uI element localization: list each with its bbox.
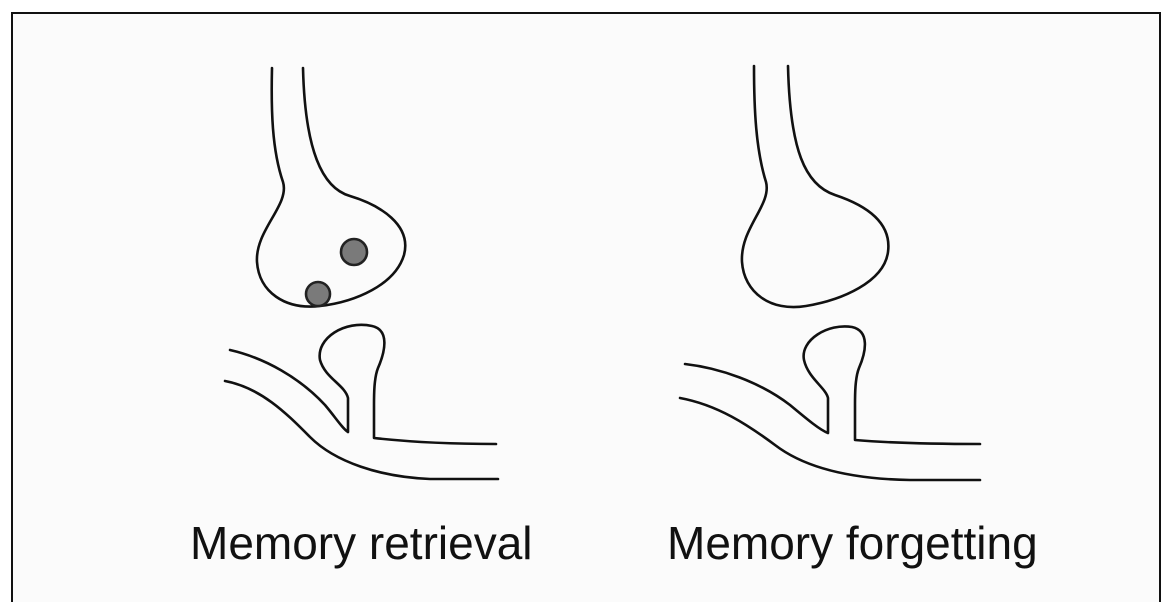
dendrite-shaft-right: [680, 398, 980, 480]
presynaptic-terminal-left: [257, 68, 405, 307]
dendritic-spine-left: [230, 325, 496, 444]
dendrite-shaft-left: [225, 381, 498, 479]
synapse-retrieval: [225, 68, 498, 479]
dendritic-spine-right: [685, 326, 980, 444]
caption-memory-retrieval: Memory retrieval: [190, 520, 533, 566]
synapse-forgetting: [680, 66, 980, 480]
caption-memory-forgetting: Memory forgetting: [667, 520, 1038, 566]
presynaptic-terminal-right: [742, 66, 888, 307]
vesicle-1: [341, 239, 367, 265]
vesicle-2: [306, 282, 330, 306]
